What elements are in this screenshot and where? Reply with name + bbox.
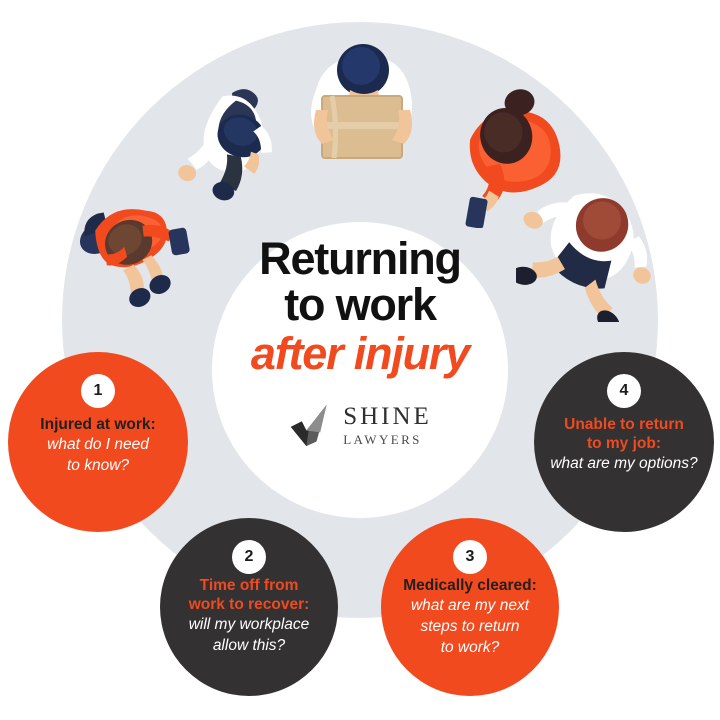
step-number-badge-1: 1 xyxy=(81,374,115,408)
step-heading-2-line-2: work to recover: xyxy=(188,596,310,613)
step-subtext-4-line-1: what are my options? xyxy=(550,455,698,472)
step-text-4: Unable to return to my job: what are my … xyxy=(538,415,711,474)
step-circle-2[interactable]: 2 Time off from work to recover: will my… xyxy=(160,518,338,696)
step-heading-4-line-2: to my job: xyxy=(586,435,662,452)
person-skirt-right-icon xyxy=(516,193,651,322)
step-subtext-1-line-1: what do I need xyxy=(47,436,149,453)
center-white-disc xyxy=(212,222,508,518)
logo-secondary-text: LAWYERS xyxy=(343,432,422,447)
step-subtext-2-line-1: will my workplace xyxy=(188,616,310,633)
step-number-badge-3: 3 xyxy=(453,540,487,574)
step-subtext-2-line-2: allow this? xyxy=(212,637,286,654)
step-subtext-3-line-3: to work? xyxy=(440,639,500,656)
page-title-line-2: to work xyxy=(284,279,437,330)
step-subtext-1-line-2: to know? xyxy=(66,457,130,474)
person-navy-bag-upper-left-icon xyxy=(178,89,272,201)
step-heading-1: Injured at work: xyxy=(40,416,156,433)
step-number-badge-2: 2 xyxy=(232,540,266,574)
step-text-3: Medically cleared: what are my next step… xyxy=(392,576,549,658)
step-heading-2-line-1: Time off from xyxy=(199,577,299,594)
person-carrying-box-top-icon xyxy=(311,44,412,159)
logo-primary-text: SHINE xyxy=(343,403,432,430)
step-number-badge-4: 4 xyxy=(607,374,641,408)
shine-checkmark-icon xyxy=(290,404,327,447)
step-heading-4-line-1: Unable to return xyxy=(564,416,684,433)
page-title-line-1: Returning xyxy=(259,233,462,284)
step-circle-4[interactable]: 4 Unable to return to my job: what are m… xyxy=(534,352,714,532)
center-title-block: Returning to work after injury SHINE LAW… xyxy=(212,236,508,448)
step-text-1: Injured at work: what do I need to know? xyxy=(19,415,177,476)
person-phone-upper-right-icon xyxy=(465,89,561,228)
shine-lawyers-logo: SHINE LAWYERS xyxy=(212,402,508,448)
step-subtext-3-line-2: steps to return xyxy=(420,618,520,635)
step-subtext-3-line-1: what are my next xyxy=(410,597,530,614)
step-text-2: Time off from work to recover: will my w… xyxy=(171,576,328,656)
step-heading-3: Medically cleared: xyxy=(403,577,537,594)
step-circle-1[interactable]: 1 Injured at work: what do I need to kno… xyxy=(8,352,188,532)
page-title-accent: after injury xyxy=(250,328,470,379)
step-circle-3[interactable]: 3 Medically cleared: what are my next st… xyxy=(381,518,559,696)
logo-wordmark: SHINE LAWYERS xyxy=(343,404,432,446)
person-orange-backpack-left-icon xyxy=(79,209,190,308)
